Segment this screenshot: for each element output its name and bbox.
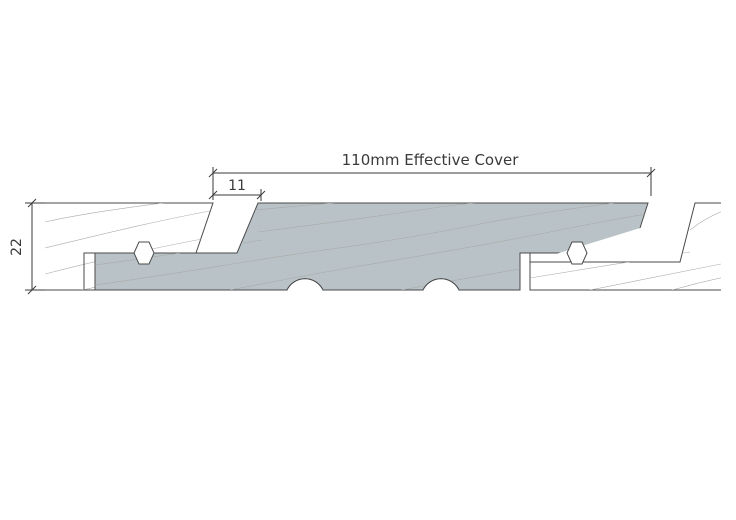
left-board-tongue bbox=[83, 252, 95, 290]
right-fixing-screw-icon bbox=[566, 241, 588, 265]
cover-dimension: 110mm Effective Cover bbox=[208, 151, 656, 200]
right-board-step bbox=[520, 252, 531, 262]
gap-dimension-label: 11 bbox=[228, 178, 246, 194]
thickness-dimension-label: 22 bbox=[9, 238, 25, 256]
right-adjacent-board bbox=[520, 202, 721, 291]
cover-dimension-label: 110mm Effective Cover bbox=[342, 151, 520, 169]
gap-dimension: 11 bbox=[208, 178, 266, 201]
right-board-shape bbox=[529, 202, 721, 291]
groove-left bbox=[286, 278, 324, 291]
left-fixing-screw-icon bbox=[133, 241, 155, 265]
groove-right bbox=[422, 278, 460, 291]
thickness-dimension: 22 bbox=[9, 198, 45, 295]
